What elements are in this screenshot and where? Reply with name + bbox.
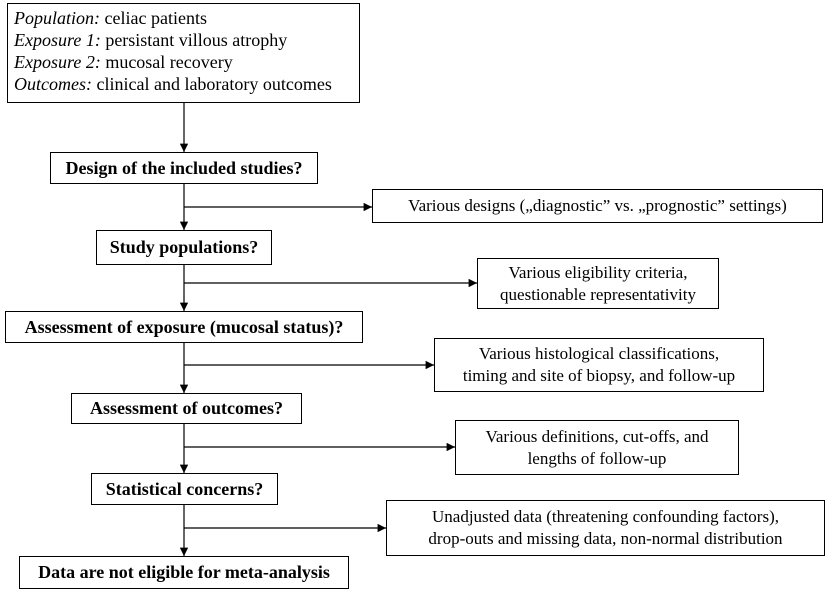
question-exposure: Assessment of exposure (mucosal status)?: [5, 311, 363, 343]
issue-outcomes: Various definitions, cut-offs, and lengt…: [455, 420, 739, 475]
question-populations: Study populations?: [96, 230, 272, 265]
conclusion-box: Data are not eligible for meta-analysis: [19, 556, 349, 589]
pico-outcomes: Outcomes: clinical and laboratory outcom…: [14, 74, 332, 94]
issue-exposure: Various histological classifications, ti…: [434, 338, 764, 392]
pico-exposure-1: Exposure 1: persistant villous atrophy: [14, 30, 288, 50]
pico-exposure-2: Exposure 2: mucosal recovery: [14, 52, 233, 72]
pico-box: Population: celiac patients Exposure 1: …: [7, 3, 360, 103]
issue-statistics: Unadjusted data (threatening confounding…: [386, 500, 825, 556]
issue-populations: Various eligibility criteria, questionab…: [477, 258, 719, 309]
question-statistics: Statistical concerns?: [91, 473, 278, 505]
pico-population: Population: celiac patients: [14, 8, 207, 28]
issue-design: Various designs („diagnostic” vs. „progn…: [372, 189, 823, 223]
question-outcomes: Assessment of outcomes?: [71, 393, 302, 424]
question-design: Design of the included studies?: [50, 152, 318, 184]
